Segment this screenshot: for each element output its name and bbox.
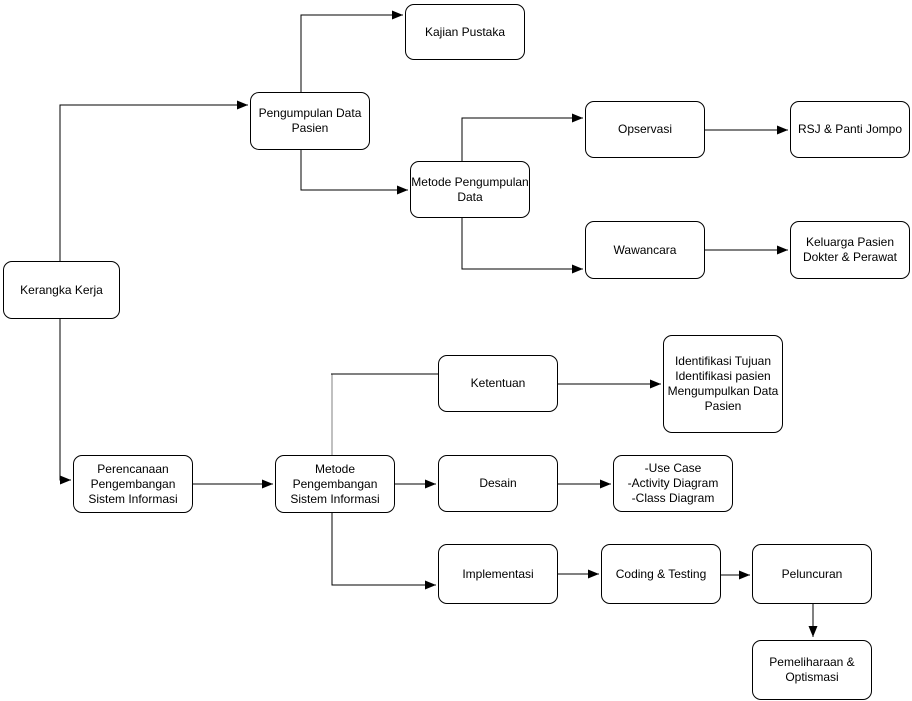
flow-node-implementasi: Implementasi [438,544,558,604]
flow-node-desain-artifacts: -Use Case-Activity Diagram-Class Diagram [613,455,733,512]
edge-kerangka-to-pengumpulan [59,100,248,261]
node-label-line: Coding & Testing [615,566,707,581]
node-label-line: -Use Case [644,461,702,475]
node-label: RSJ & Panti Jompo [791,122,909,137]
flow-node-opservasi: Opservasi [585,101,705,158]
edge-metode-pengembangan-to-implementasi [331,513,436,590]
node-label-line: Sistem Informasi [88,491,178,506]
node-label: Opservasi [586,122,704,137]
flow-node-desain: Desain [438,455,558,512]
node-label: -Use Case-Activity Diagram-Class Diagram [614,461,732,506]
node-label-line: Mengumpulkan Data [667,384,779,398]
node-label-line: Identifikasi Tujuan [674,354,772,368]
flow-node-peluncuran: Peluncuran [752,544,872,604]
node-label-line: Optismasi [785,670,839,684]
node-label: Implementasi [439,567,557,582]
node-label-line: Pengembangan [292,476,378,491]
node-label-line: Pasien [704,399,742,413]
node-label-line: Identifikasi pasien [675,369,771,383]
node-label: Kerangka Kerja [4,283,119,298]
node-label-line: Keluarga Pasien [805,235,895,249]
node-label-line: Pengembangan [90,476,176,491]
node-label-line: Wawancara [613,242,677,257]
node-label: Coding & Testing [602,567,720,582]
node-label: Wawancara [586,243,704,258]
node-label-line: Pemeliharaan & [769,655,855,669]
flow-node-rsj-panti-jompo: RSJ & Panti Jompo [790,101,910,158]
edge-metode-pengumpulan-to-opservasi [461,113,583,161]
node-label-line: Desain [479,476,517,490]
node-label: Peluncuran [753,567,871,582]
node-label: Ketentuan [439,376,557,391]
edge-kerangka-to-perencanaan [59,319,71,485]
node-label: Kajian Pustaka [406,25,524,40]
flow-node-pemeliharaan-optismasi: Pemeliharaan &Optismasi [752,640,872,700]
flow-node-kerangka-kerja: Kerangka Kerja [3,261,120,319]
node-label-line: Pasien [291,121,329,135]
node-label-line: RSJ & Panti Jompo [797,122,903,136]
node-label-line: Kajian Pustaka [424,24,506,39]
node-label-line: Dokter & Perawat [802,250,898,264]
node-label-line: Metode Pengumpulan [411,174,529,189]
node-label: Pemeliharaan &Optismasi [753,655,871,685]
node-label-line: Kerangka Kerja [20,282,103,297]
flow-node-coding-testing: Coding & Testing [601,544,721,604]
node-label-line: -Class Diagram [631,491,715,505]
edge-pengumpulan-to-metode-pengumpulan [300,150,408,195]
edge-metode-pengumpulan-to-wawancara [461,218,583,274]
node-label-line: Peluncuran [781,566,843,581]
edge-pengumpulan-to-kajian [300,10,403,92]
node-label-line: Opservasi [617,122,673,136]
flow-node-wawancara: Wawancara [585,221,705,279]
node-label-line: Implementasi [462,566,534,581]
flow-node-ketentuan: Ketentuan [438,355,558,412]
node-label: Desain [439,476,557,491]
flow-node-kajian-pustaka: Kajian Pustaka [405,4,525,60]
node-label-line: -Activity Diagram [627,476,719,490]
node-label-line: Ketentuan [470,376,526,390]
node-label-line: Perencanaan [97,461,169,476]
node-label-line: Sistem Informasi [290,491,380,506]
node-label-line: Pengumpulan Data [258,106,362,120]
node-label-line: Metode [314,461,356,476]
node-label-line: Data [457,189,483,204]
